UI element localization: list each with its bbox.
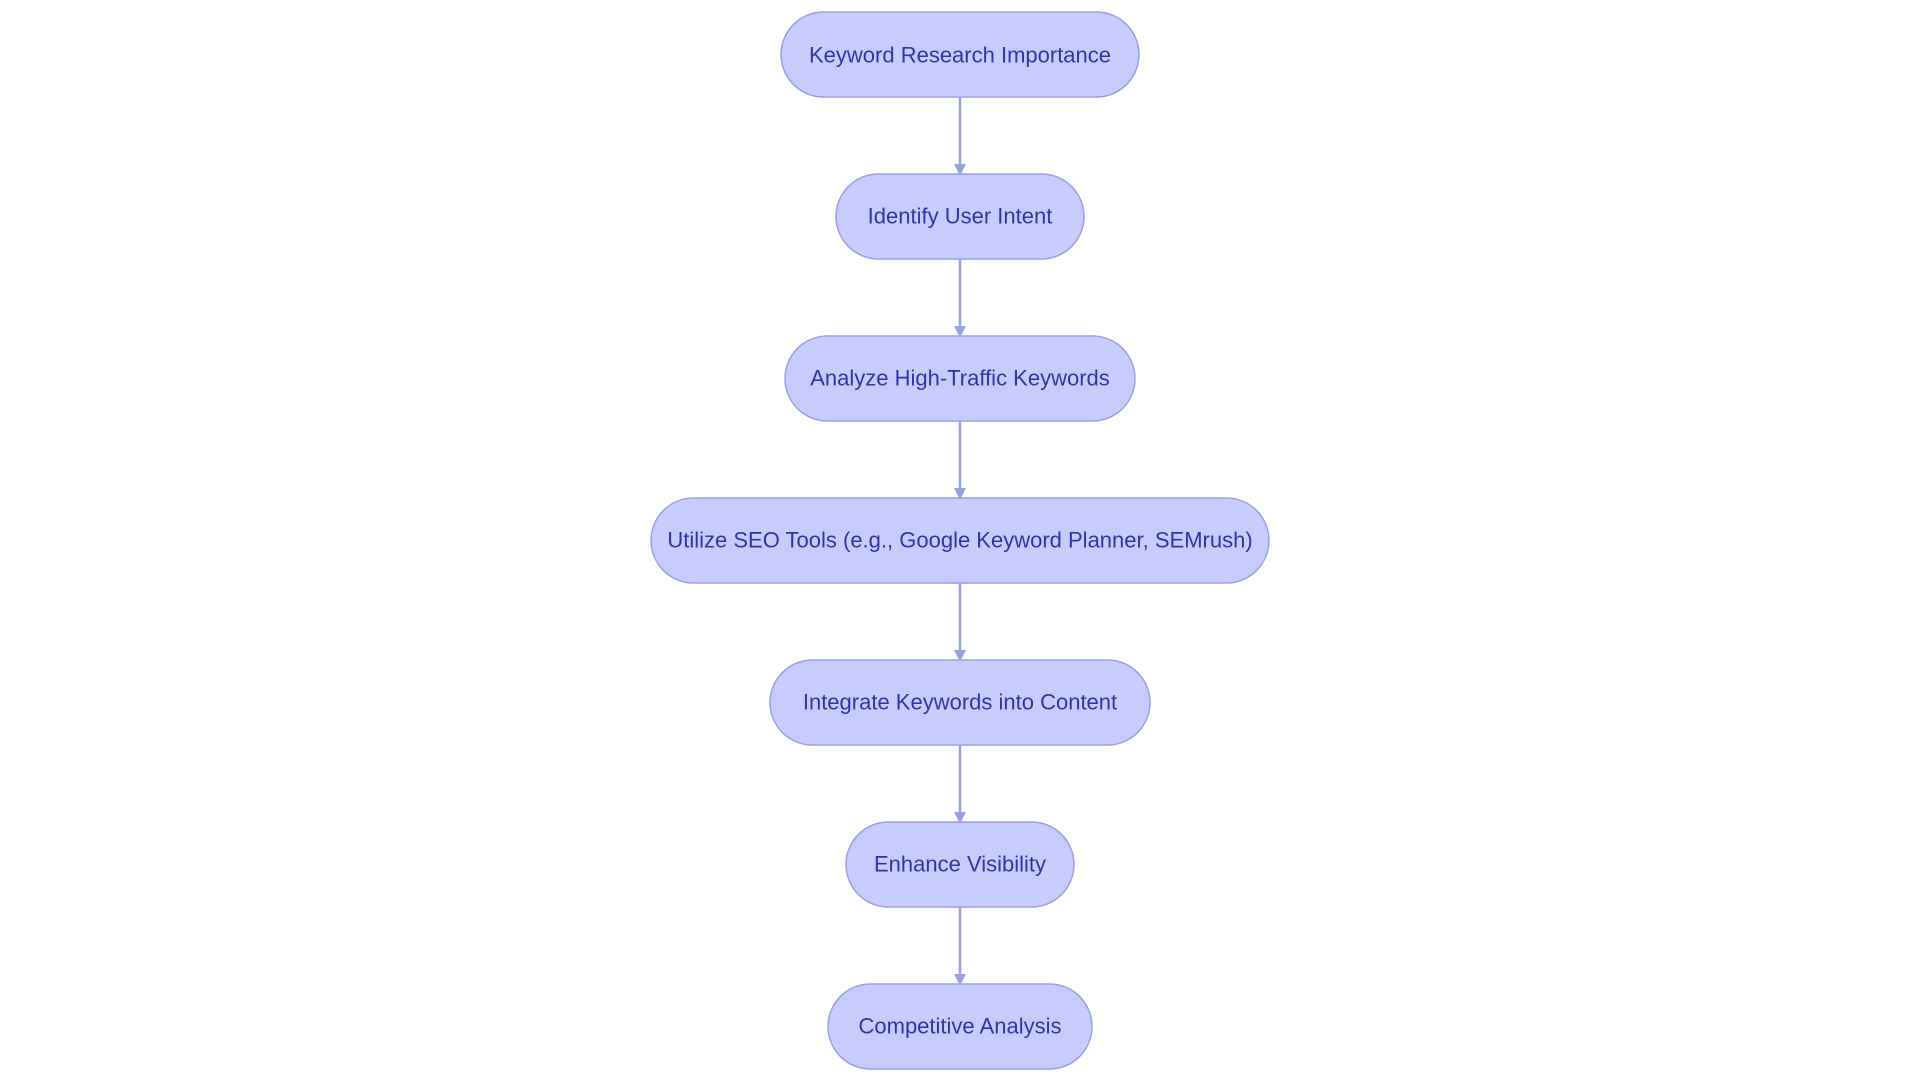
node-label: Integrate Keywords into Content xyxy=(803,690,1117,715)
node-utilize-seo-tools: Utilize SEO Tools (e.g., Google Keyword … xyxy=(650,497,1270,584)
node-integrate-keywords-into-content: Integrate Keywords into Content xyxy=(769,659,1151,746)
node-competitive-analysis: Competitive Analysis xyxy=(827,983,1093,1070)
node-label: Identify User Intent xyxy=(868,204,1053,229)
node-label: Competitive Analysis xyxy=(859,1014,1062,1039)
node-label: Keyword Research Importance xyxy=(809,43,1111,68)
node-label: Analyze High-Traffic Keywords xyxy=(810,366,1110,391)
node-label: Utilize SEO Tools (e.g., Google Keyword … xyxy=(667,528,1252,553)
node-identify-user-intent: Identify User Intent xyxy=(835,173,1085,260)
node-analyze-high-traffic-keywords: Analyze High-Traffic Keywords xyxy=(784,335,1136,422)
nodes: Keyword Research Importance Identify Use… xyxy=(650,11,1270,1070)
node-keyword-research-importance: Keyword Research Importance xyxy=(780,11,1140,98)
node-label: Enhance Visibility xyxy=(874,852,1046,877)
node-enhance-visibility: Enhance Visibility xyxy=(845,821,1075,908)
